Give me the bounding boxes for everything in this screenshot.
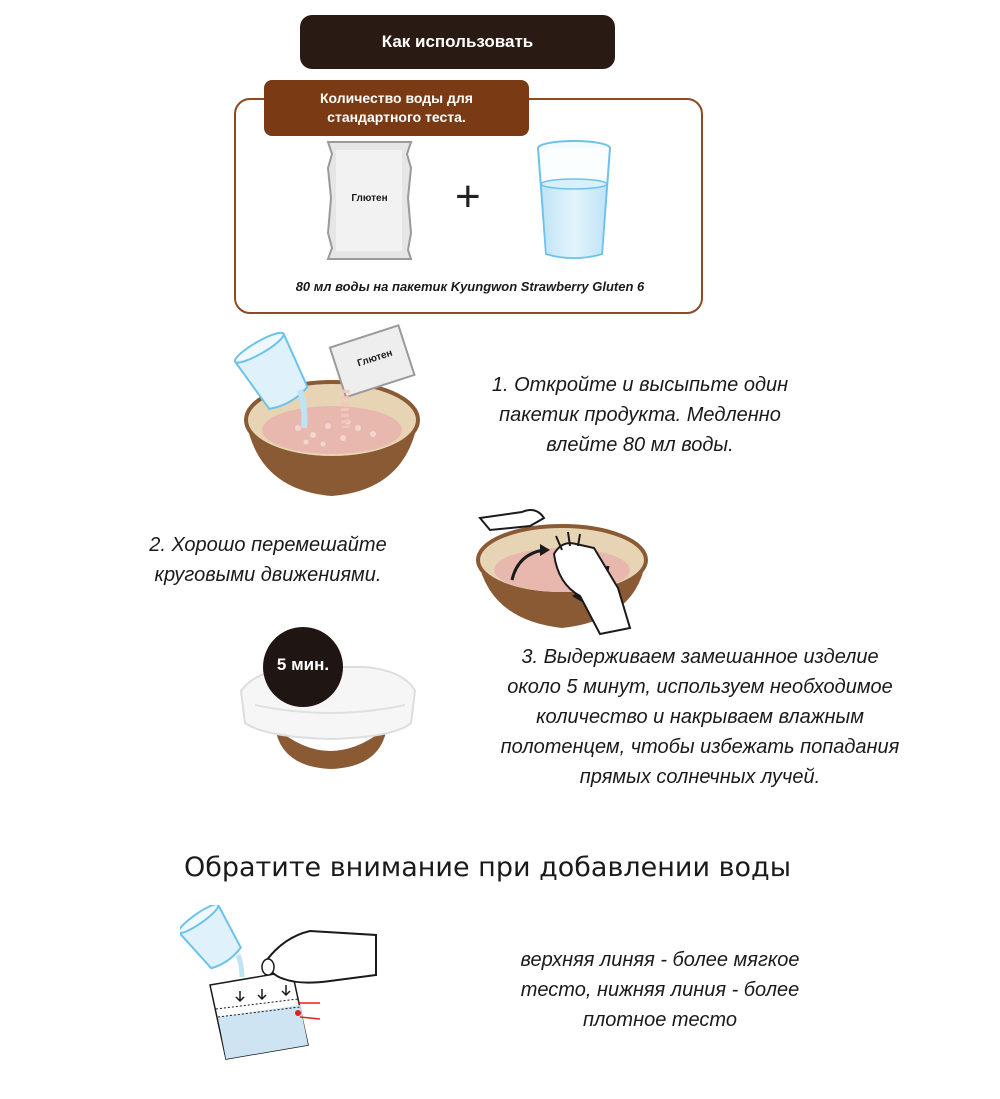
notice-line: плотное тесто bbox=[583, 1009, 737, 1031]
step1-bowl-illustration bbox=[233, 324, 420, 496]
water-ratio-title-line1: Количество воды для bbox=[320, 90, 473, 106]
step1-line: влейте 80 мл воды. bbox=[546, 434, 734, 456]
step3-line: около 5 минут, используем необходимое bbox=[507, 676, 893, 698]
notice-line: тесто, нижняя линия - более bbox=[520, 979, 800, 1001]
notice-line: верхняя линяя - более мягкое bbox=[520, 949, 800, 971]
water-line-bag-illustration bbox=[180, 905, 377, 1060]
water-ratio-title: Количество воды для стандартного теста. bbox=[264, 80, 529, 136]
step2-line: 2. Хорошо перемешайте bbox=[149, 534, 387, 556]
page-title: Как использовать bbox=[300, 15, 615, 69]
step3-line: количество и накрываем влажным bbox=[536, 706, 864, 728]
water-ratio-title-line2: стандартного теста. bbox=[327, 109, 466, 125]
step3-line: прямых солнечных лучей. bbox=[579, 766, 821, 788]
step2-mixing-illustration bbox=[476, 509, 648, 636]
step1-line: пакетик продукта. Медленно bbox=[499, 404, 781, 426]
timer-badge: 5 мин. bbox=[276, 655, 330, 674]
notice-title: Обратите внимание при добавлении воды bbox=[183, 852, 792, 883]
gluten-packet-icon bbox=[326, 141, 413, 260]
step2-line: круговыми движениями. bbox=[154, 564, 382, 586]
step3-covered-bowl-illustration bbox=[239, 627, 417, 769]
step3-text: 3. Выдерживаем замешанное изделие около … bbox=[440, 642, 960, 792]
notice-text: верхняя линяя - более мягкое тесто, нижн… bbox=[470, 945, 850, 1035]
gluten-packet-label: Глютен bbox=[351, 193, 388, 204]
water-glass-icon bbox=[537, 140, 611, 259]
step3-line: полотенцем, чтобы избежать попадания bbox=[500, 736, 900, 758]
step3-line: 3. Выдерживаем замешанное изделие bbox=[521, 646, 879, 668]
plus-sign: + bbox=[455, 172, 481, 221]
step1-line: 1. Откройте и высыпьте один bbox=[491, 374, 789, 396]
page-title-text: Как использовать bbox=[381, 32, 534, 51]
step1-text: 1. Откройте и высыпьте один пакетик прод… bbox=[430, 370, 850, 460]
water-ratio-caption: 80 мл воды на пакетик Kyungwon Strawberr… bbox=[295, 279, 645, 294]
step2-text: 2. Хорошо перемешайте круговыми движения… bbox=[118, 530, 418, 590]
